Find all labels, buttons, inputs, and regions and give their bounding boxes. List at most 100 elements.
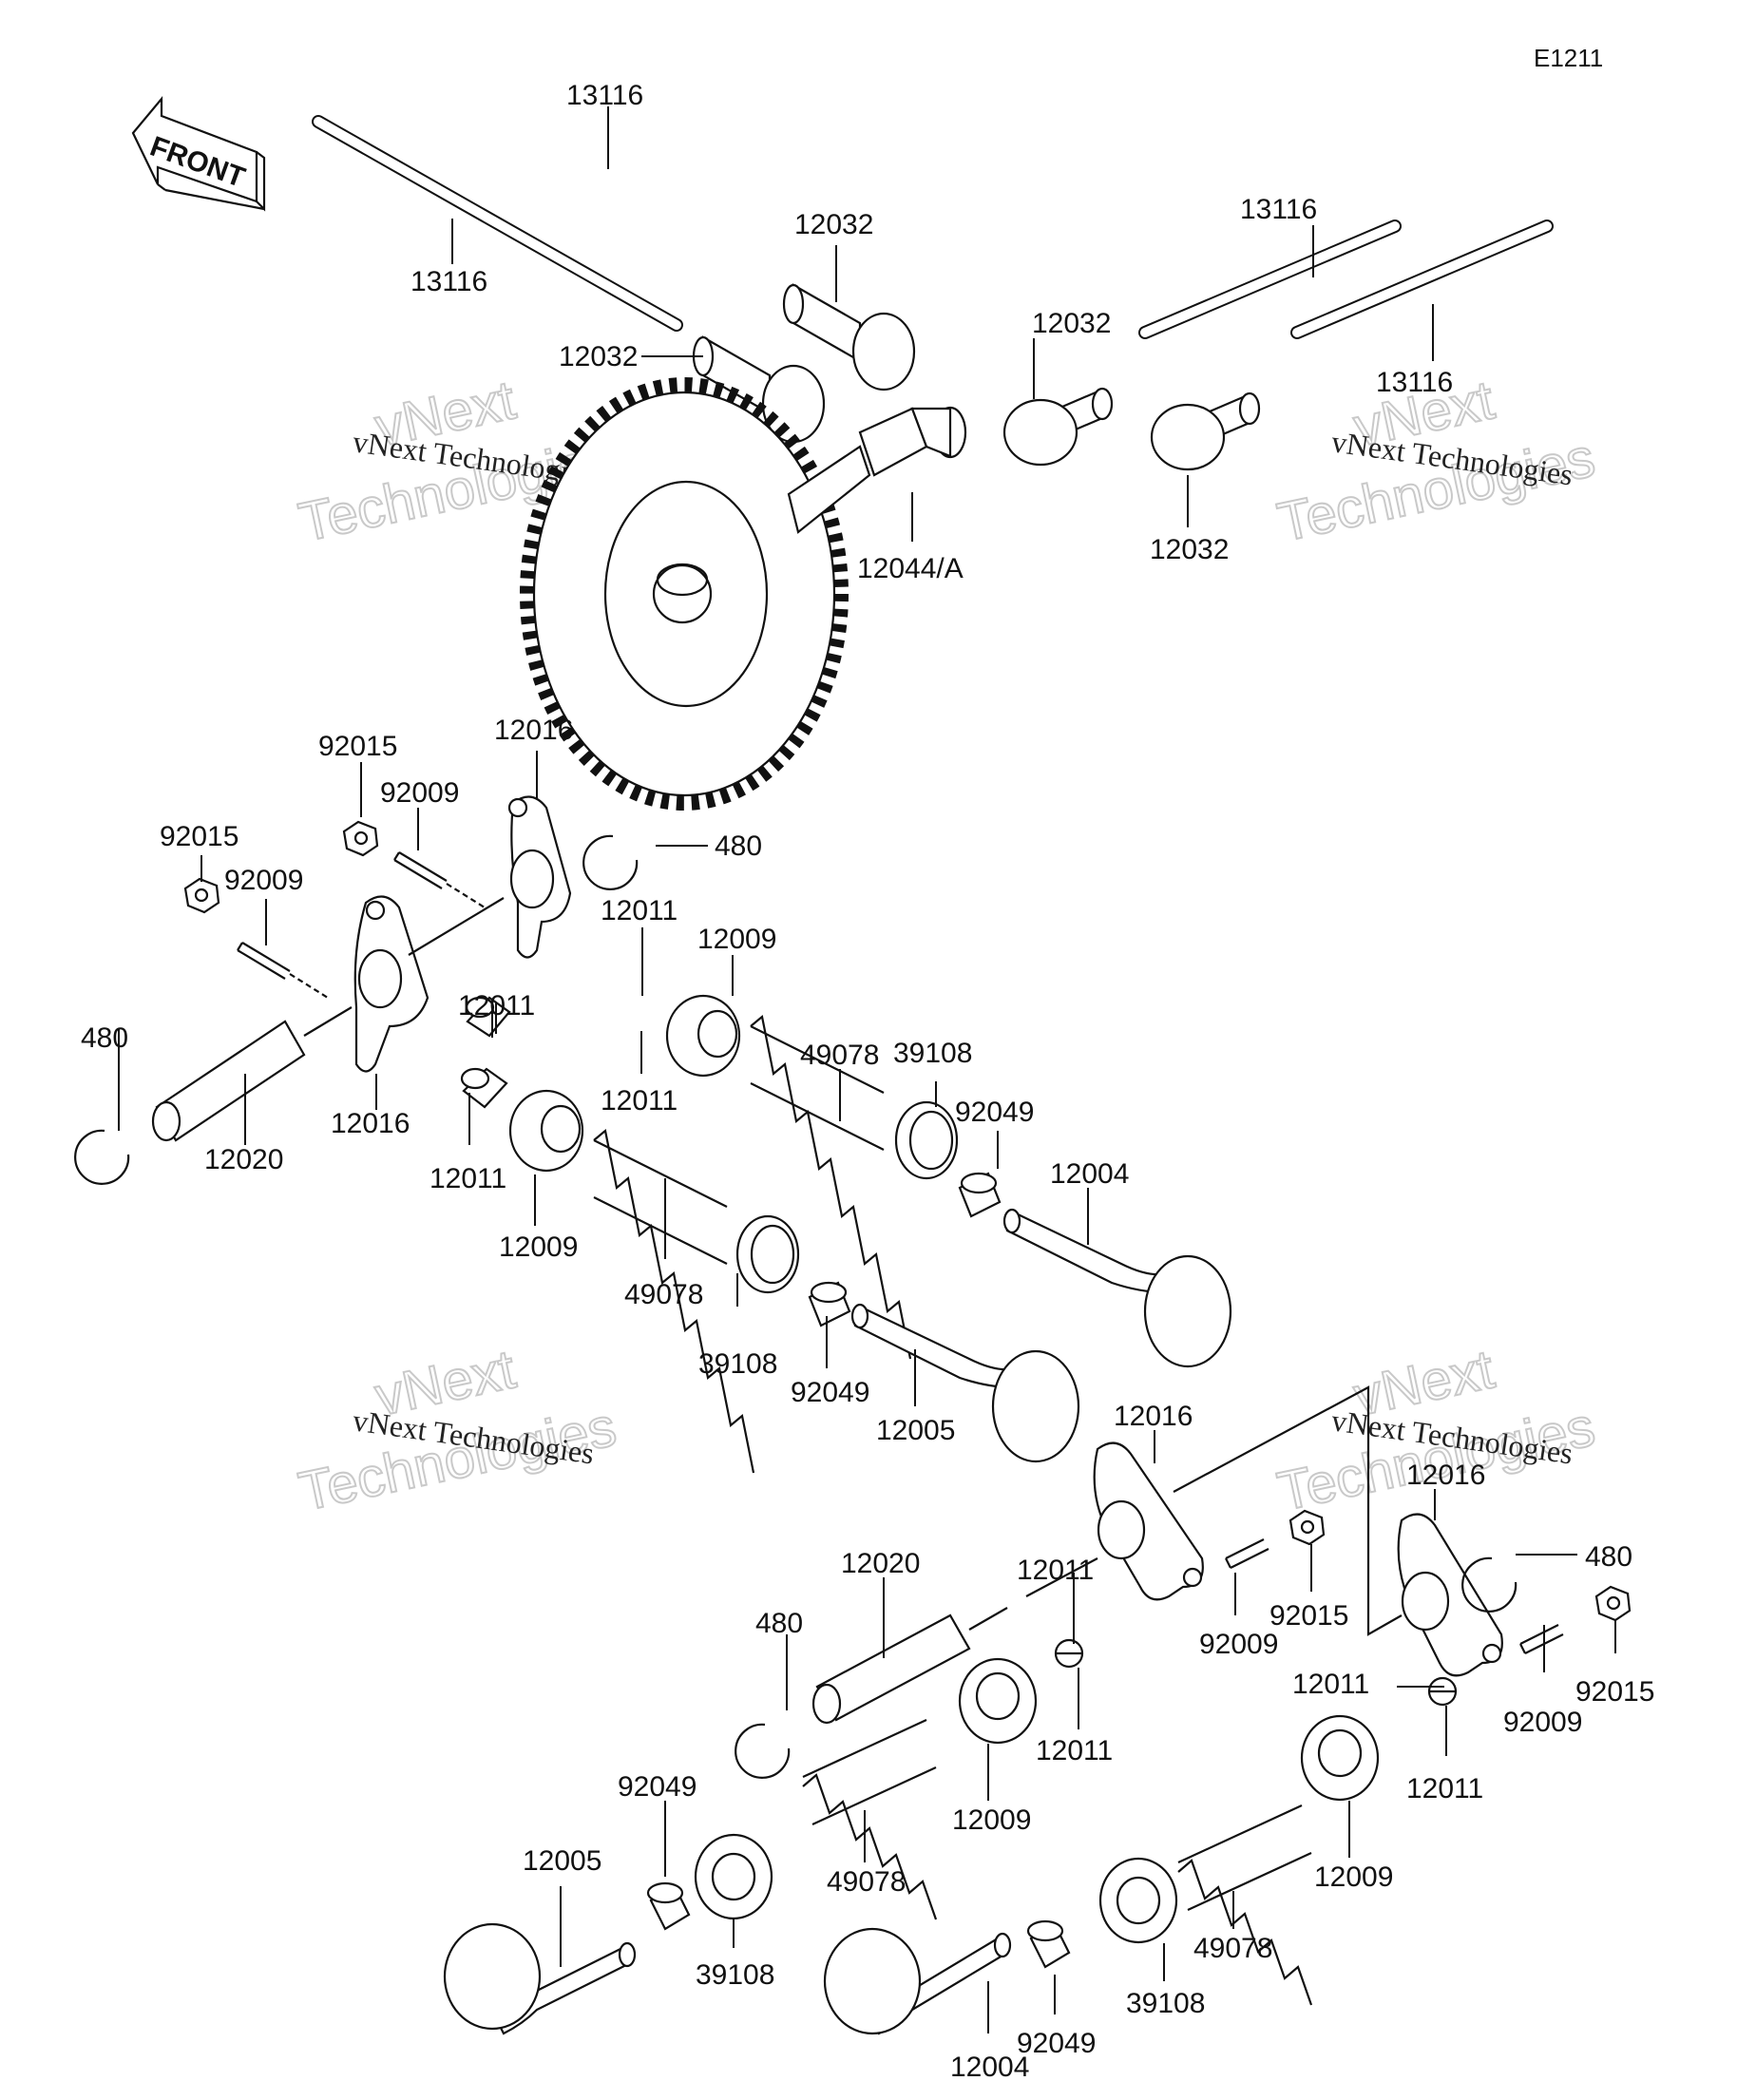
label-collet: 12011: [458, 990, 535, 1021]
lifter: [1150, 391, 1261, 471]
label-collet: 12011: [601, 895, 678, 926]
valve: [1002, 1208, 1232, 1368]
stem-seal: [1026, 1919, 1071, 1969]
rocker-arm: [507, 795, 572, 959]
label-collet: 12011: [1406, 1773, 1483, 1804]
collet: [1427, 1676, 1458, 1707]
nut: [342, 820, 379, 857]
lifter: [1002, 387, 1114, 467]
diagram-code: E1211: [1534, 44, 1603, 72]
label-spring-seat: 39108: [1126, 1988, 1205, 2019]
label-collet: 12011: [601, 1085, 678, 1117]
spring-seat: [1098, 1857, 1178, 1944]
rocker-arm: [1093, 1441, 1204, 1601]
label-valve-in: 12004: [950, 2052, 1029, 2083]
label-adjust-screw: 92009: [224, 865, 303, 896]
label-nut: 92015: [160, 821, 239, 852]
label-stem-seal: 92049: [791, 1377, 869, 1408]
valve: [850, 1303, 1080, 1463]
label-collet: 12011: [1017, 1555, 1094, 1586]
adjust-screw: [1225, 1538, 1269, 1569]
label-stem-seal: 92049: [618, 1771, 697, 1803]
label-valve-ex: 12005: [523, 1845, 601, 1877]
label-collet: 12011: [429, 1163, 506, 1194]
label-circlip: 480: [755, 1608, 803, 1639]
label-camshaft: 12044/A: [857, 553, 964, 584]
label-push-rod: 13116: [1240, 194, 1317, 225]
label-lifter: 12032: [794, 209, 873, 240]
camshaft: [787, 406, 967, 534]
part-labels: 13116 13116 13116 13116 12032 12032 1203…: [81, 80, 1654, 2083]
lifter: [782, 283, 916, 391]
label-lifter: 12032: [1150, 534, 1229, 565]
label-push-rod: 13116: [566, 80, 643, 111]
spring: [802, 1719, 938, 1920]
label-collet: 12011: [1036, 1735, 1113, 1766]
rocker-arm: [353, 895, 429, 1073]
label-rocker-arm: 12016: [331, 1108, 410, 1139]
label-valve-ex: 12005: [876, 1415, 955, 1446]
adjust-screw: [237, 942, 329, 999]
spring: [1177, 1804, 1313, 2006]
retainer: [508, 1089, 584, 1173]
bracket-line: [1173, 1385, 1403, 1636]
spring-seat: [694, 1833, 773, 1920]
label-retainer: 12009: [697, 924, 776, 955]
adjust-screw: [393, 851, 486, 908]
label-push-rod: 13116: [1376, 367, 1453, 398]
spring: [593, 1128, 755, 1474]
circlip: [582, 834, 639, 890]
collet: [1054, 1638, 1084, 1669]
retainer: [958, 1657, 1038, 1745]
label-lifter: 12032: [1032, 308, 1111, 339]
label-nut: 92015: [318, 731, 397, 762]
label-spring: 49078: [1193, 1933, 1272, 1964]
leader-lines: [118, 106, 1616, 2033]
label-rocker-shaft: 12020: [204, 1144, 283, 1175]
label-rocker-arm: 12016: [1406, 1460, 1485, 1491]
nut: [183, 877, 220, 914]
label-adjust-screw: 92009: [380, 777, 459, 809]
label-nut: 92015: [1269, 1600, 1348, 1632]
valve: [823, 1927, 1012, 2035]
label-retainer: 12009: [952, 1804, 1031, 1836]
label-rocker-shaft: 12020: [841, 1548, 920, 1579]
label-spring-seat: 39108: [696, 1959, 774, 1991]
collet: [460, 1067, 508, 1109]
collet: [465, 996, 511, 1038]
stem-seal: [958, 1172, 1002, 1218]
spring-seat: [735, 1214, 800, 1294]
label-circlip: 480: [1585, 1541, 1632, 1573]
circlip: [1461, 1556, 1517, 1613]
label-circlip: 480: [81, 1022, 128, 1054]
valve: [443, 1922, 637, 2035]
label-adjust-screw: 92009: [1503, 1707, 1582, 1738]
rocker-shaft: [811, 1557, 1098, 1725]
label-spring-seat: 39108: [698, 1348, 777, 1380]
label-spring-seat: 39108: [893, 1038, 972, 1069]
watermark-bottom-left: vNext Technologies vNext Technologies: [293, 1337, 622, 1523]
retainer: [665, 994, 741, 1078]
push-rod: [1290, 220, 1554, 339]
label-lifter: 12032: [559, 341, 638, 372]
adjust-screw: [1519, 1624, 1564, 1654]
label-push-rod: 13116: [410, 266, 487, 297]
label-stem-seal: 92049: [955, 1097, 1034, 1128]
label-retainer: 12009: [499, 1231, 578, 1263]
label-circlip: 480: [715, 830, 762, 862]
label-valve-in: 12004: [1050, 1158, 1129, 1190]
label-stem-seal: 92049: [1017, 2028, 1096, 2059]
watermark-bottom-right: vNext Technologies vNext Technologies: [1271, 1337, 1601, 1523]
circlip: [735, 1723, 791, 1779]
label-spring: 49078: [827, 1866, 906, 1898]
push-rod: [312, 115, 683, 332]
push-rod: [1138, 220, 1402, 339]
rocker-shaft: [151, 897, 505, 1142]
spring-seat: [894, 1100, 959, 1180]
push-rod: [404, 64, 770, 276]
label-adjust-screw: 92009: [1199, 1629, 1278, 1660]
label-spring: 49078: [624, 1279, 703, 1310]
nut: [1594, 1585, 1632, 1622]
